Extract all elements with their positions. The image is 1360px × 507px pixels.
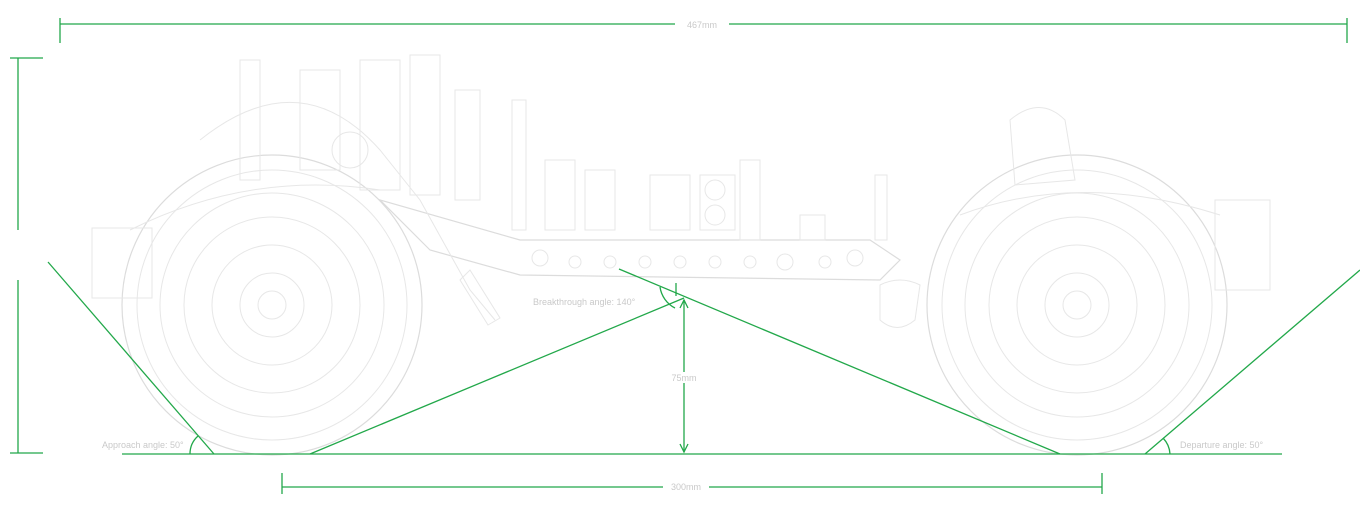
- rear-wheel: [926, 154, 1228, 456]
- rear-bumper: [1214, 199, 1271, 291]
- front-wheel: [121, 154, 423, 456]
- wheelbase-dimension: 300mm: [281, 473, 1103, 494]
- chassis-rail: [377, 198, 901, 281]
- breakover-angle-label: Breakthrough angle: 140°: [533, 297, 636, 307]
- rear-suspension: [879, 107, 1221, 328]
- electronics-stack: [239, 54, 888, 241]
- vehicle-outline: [91, 54, 1271, 456]
- breakover-angle: Breakthrough angle: 140°: [309, 268, 1061, 455]
- departure-angle: Departure angle: 50°: [1144, 269, 1360, 455]
- ground-clearance-label: 75mm: [671, 373, 696, 383]
- overall-length-dimension: 467mm: [59, 18, 1348, 43]
- departure-angle-label: Departure angle: 50°: [1180, 440, 1264, 450]
- overall-length-label: 467mm: [687, 20, 717, 30]
- wheelbase-label: 300mm: [671, 482, 701, 492]
- front-bumper: [91, 227, 153, 299]
- approach-angle-label: Approach angle: 50°: [102, 440, 184, 450]
- overall-height-dimension: [10, 57, 43, 454]
- approach-angle: Approach angle: 50°: [47, 261, 215, 455]
- front-suspension: [129, 102, 501, 326]
- dimension-lines: 467mm Approach angle: 50° Depar: [10, 18, 1360, 494]
- ground-clearance-dimension: 75mm: [664, 298, 704, 454]
